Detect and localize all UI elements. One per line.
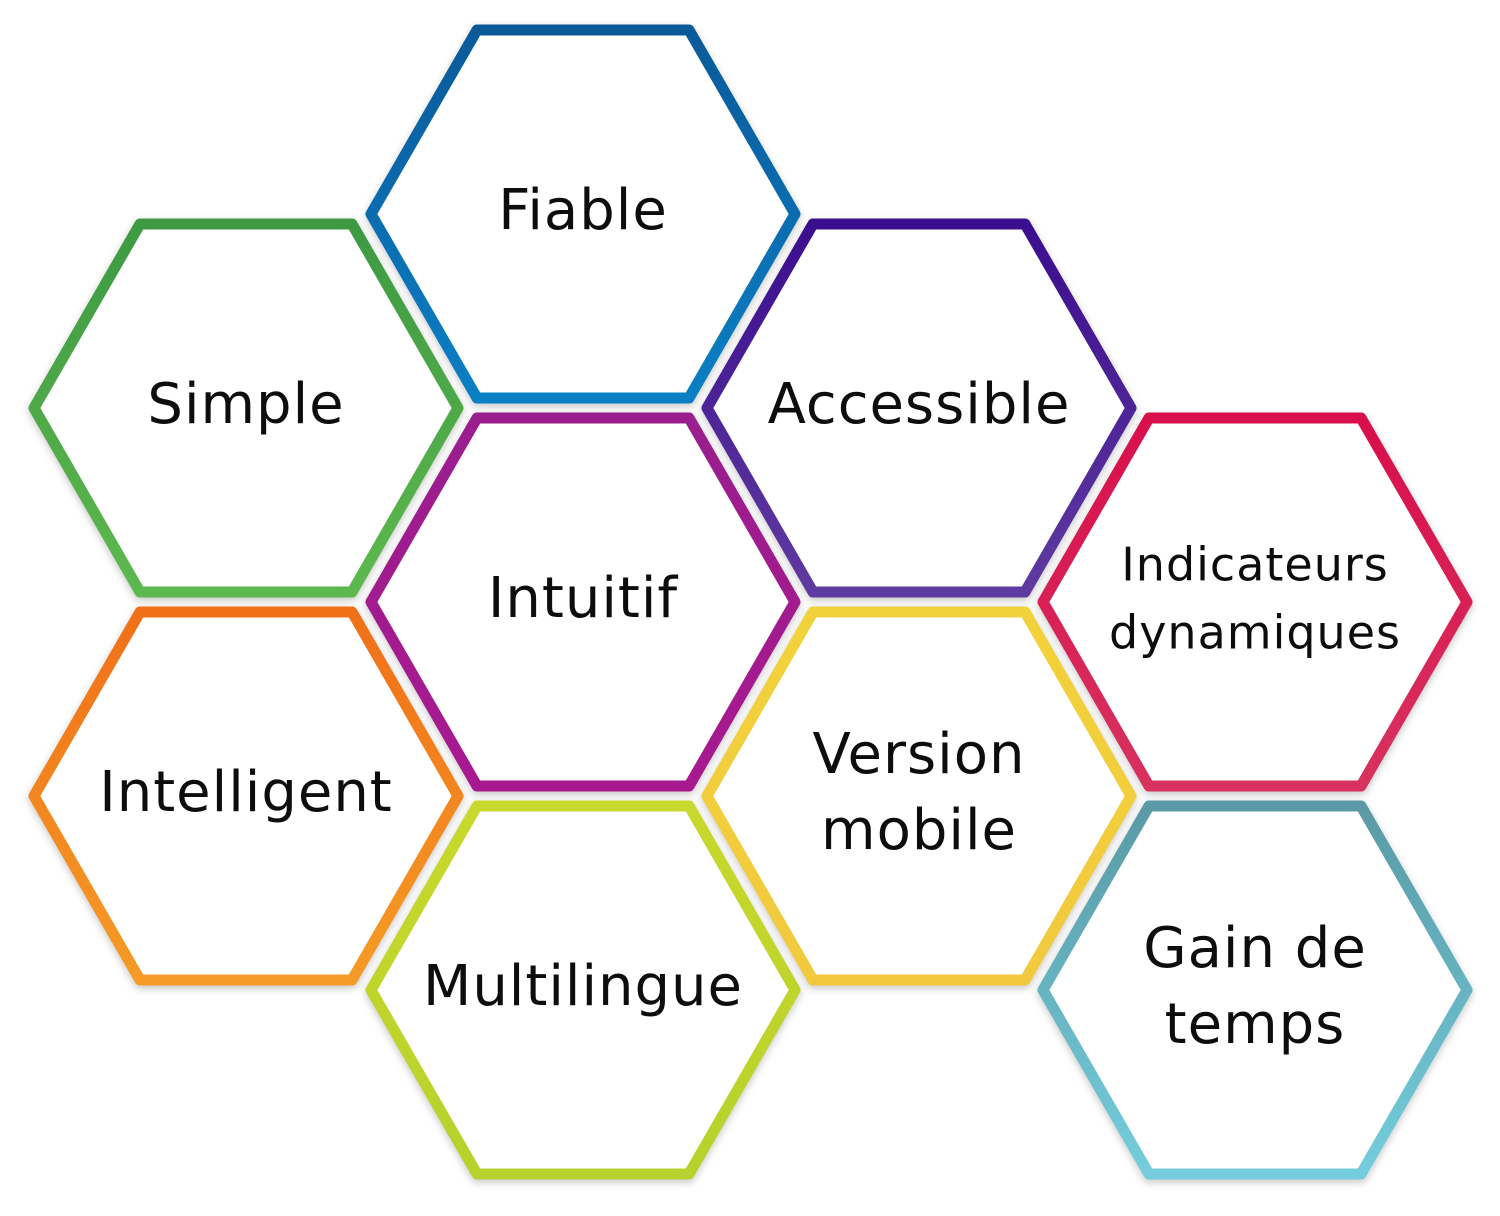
- hexagon-outline: [28, 606, 464, 986]
- hexagon-accessible: Accessible: [701, 218, 1137, 598]
- hexagon-outline: [1037, 412, 1473, 792]
- hexagon-label: Simple: [147, 372, 344, 437]
- hexagon-outline: [701, 606, 1137, 986]
- hexagon-label: temps: [1165, 992, 1346, 1057]
- hexagon-indicateurs: Indicateurs dynamiques: [1037, 412, 1473, 792]
- hexagon-outline: [28, 218, 464, 598]
- hexagon-gain-de-temps: Gain de temps: [1037, 800, 1473, 1180]
- hexagon-label: Intelligent: [99, 760, 393, 825]
- hexagon-outline: [365, 412, 801, 792]
- hexagon-fiable: Fiable: [365, 24, 801, 404]
- hexagon-label: Gain de: [1143, 916, 1367, 981]
- hexagon-label: Intuitif: [488, 566, 679, 631]
- hexagon-label: Indicateurs: [1121, 538, 1389, 592]
- hexagon-multilingue: Multilingue: [365, 800, 801, 1180]
- hexagon-label: Accessible: [768, 372, 1071, 437]
- hexagon-intelligent: Intelligent: [28, 606, 464, 986]
- hexagon-version-mobile: Version mobile: [701, 606, 1137, 986]
- hexagon-outline: [701, 218, 1137, 598]
- hexagon-outline: [1037, 800, 1473, 1180]
- hexagon-label: Version: [813, 722, 1026, 787]
- hexagon-intuitif: Intuitif: [365, 412, 801, 792]
- hexagon-label: Multilingue: [423, 954, 743, 1019]
- hexagon-label: mobile: [821, 798, 1017, 863]
- hexagon-outline: [365, 24, 801, 404]
- hexagon-label: Fiable: [498, 178, 668, 243]
- hexagon-simple: Simple: [28, 218, 464, 598]
- hexagon-label: dynamiques: [1109, 606, 1401, 660]
- hexagon-outline: [365, 800, 801, 1180]
